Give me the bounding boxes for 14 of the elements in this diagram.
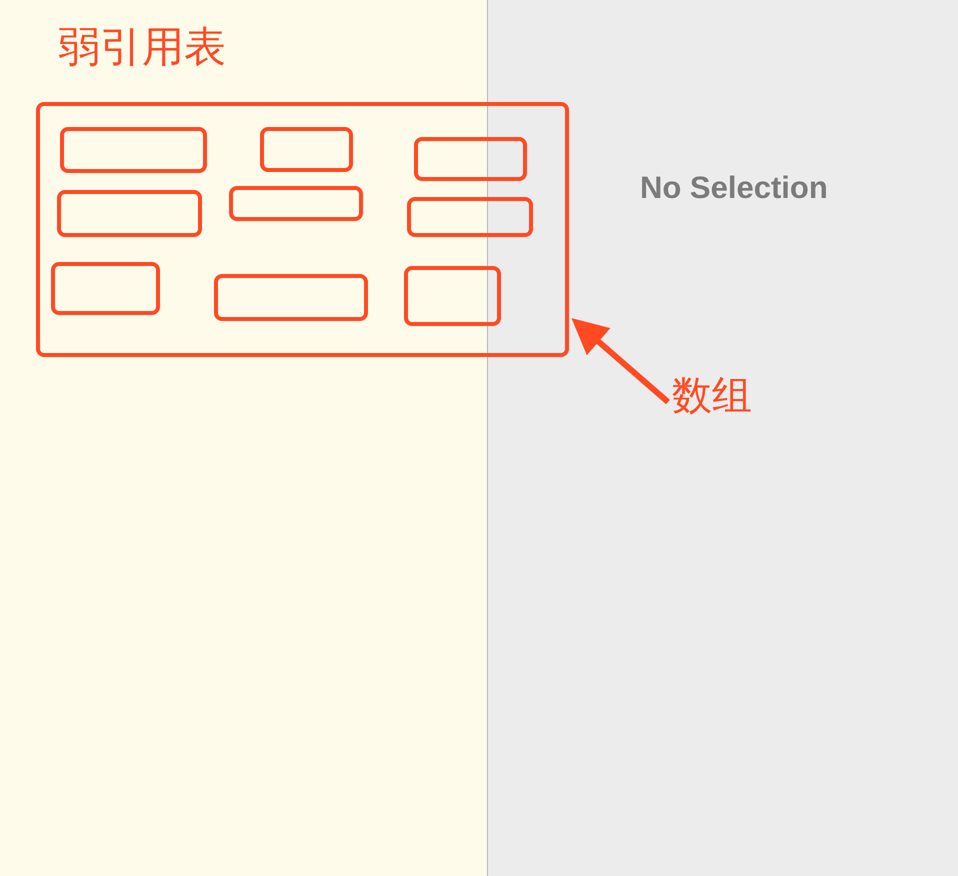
placeholder-text: No Selection xyxy=(640,170,828,206)
outline-box xyxy=(407,197,533,237)
outline-box xyxy=(60,127,207,173)
highlight-frame xyxy=(36,102,569,357)
title: 弱引用表 xyxy=(58,26,226,68)
outline-box xyxy=(214,274,368,321)
outline-box xyxy=(260,127,353,172)
outline-box xyxy=(51,262,160,315)
outline-box xyxy=(57,190,202,237)
outline-box xyxy=(229,186,363,221)
outline-box xyxy=(404,266,501,326)
annotation-label: 数组 xyxy=(672,376,752,416)
outline-box xyxy=(414,137,527,181)
arrow xyxy=(571,318,670,404)
